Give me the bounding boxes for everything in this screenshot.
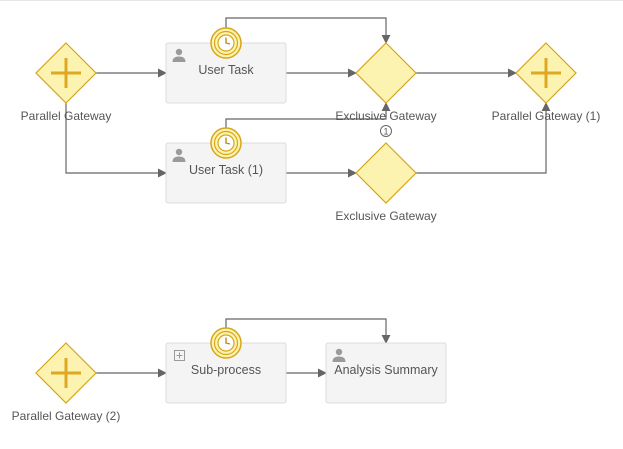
user-icon: [332, 348, 346, 362]
plus-icon: [51, 58, 81, 88]
task-user-task[interactable]: User Task: [165, 42, 287, 104]
flow-timer-sp-to-analysis[interactable]: [225, 318, 391, 344]
task-sub-process[interactable]: Sub-process: [165, 342, 287, 404]
count-marker-label: 1: [383, 127, 388, 137]
gateway-label: Parallel Gateway (2): [12, 409, 121, 423]
plus-icon: [531, 58, 561, 88]
plus-icon: [51, 358, 81, 388]
clock-icon: [217, 134, 235, 152]
task-analysis-summary[interactable]: Analysis Summary: [325, 342, 447, 404]
sequence-flows: [65, 17, 551, 378]
clock-icon: [217, 34, 235, 52]
timer-boundary-event[interactable]: [210, 127, 242, 159]
task-label: Analysis Summary: [334, 363, 438, 377]
flow-timer-ut1-to-eg1[interactable]: [225, 102, 391, 129]
flow-pg-to-user-task-1[interactable]: [65, 103, 167, 178]
user-icon: [172, 48, 186, 62]
count-marker: 1: [380, 125, 392, 137]
exclusive-gateway[interactable]: [355, 42, 417, 104]
parallel-gateway-2[interactable]: [35, 342, 97, 404]
parallel-gateway-1[interactable]: [515, 42, 577, 104]
user-icon: [172, 148, 186, 162]
parallel-gateway[interactable]: [35, 42, 97, 104]
task-label: User Task: [198, 63, 254, 77]
timer-boundary-event[interactable]: [210, 27, 242, 59]
timer-boundary-event[interactable]: [210, 327, 242, 359]
gateway-label: Parallel Gateway (1): [492, 109, 601, 123]
flow-timer-ut-to-eg1[interactable]: [225, 17, 391, 44]
clock-icon: [217, 334, 235, 352]
collapsed-subprocess-icon: [174, 350, 185, 361]
exclusive-gateway-2[interactable]: [355, 142, 417, 204]
flow-eg2-to-pg1[interactable]: [416, 102, 551, 174]
task-label: Sub-process: [191, 363, 261, 377]
gateway-label: Exclusive Gateway: [335, 109, 436, 123]
task-user-task-1[interactable]: User Task (1): [165, 142, 287, 204]
gateway-label: Parallel Gateway: [21, 109, 112, 123]
task-label: User Task (1): [189, 163, 263, 177]
gateway-label: Exclusive Gateway: [335, 209, 436, 223]
